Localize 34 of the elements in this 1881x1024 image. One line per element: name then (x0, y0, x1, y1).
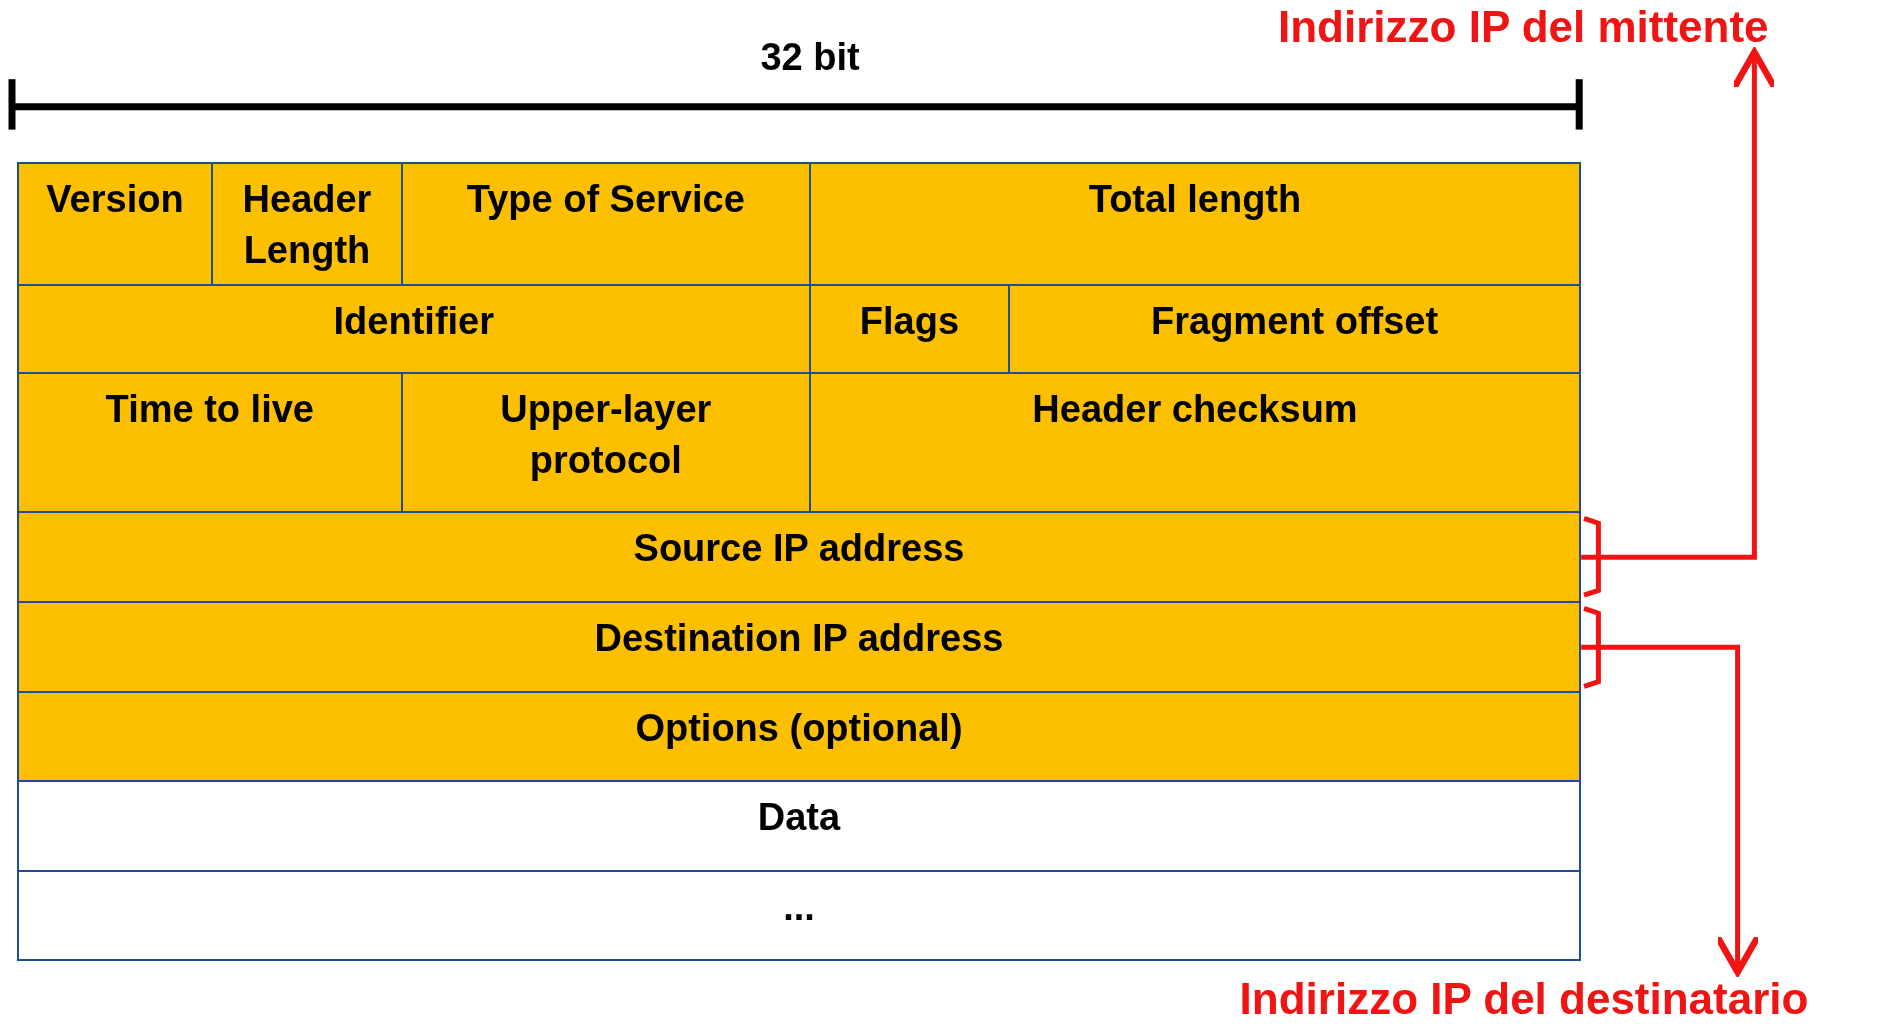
header-field-cell (16, 601, 1582, 694)
field-name: Type of Service (466, 177, 745, 222)
field-name: Data (757, 795, 841, 840)
field-name: Fragment offset (1151, 299, 1439, 345)
header-field-cell (808, 372, 1582, 514)
dimension-label: 32 bit (759, 36, 861, 79)
field-name: Destination IP address (594, 616, 1004, 662)
header-field-cell (16, 284, 811, 374)
field-name: Flags (859, 299, 959, 345)
field-name: Total length (1088, 177, 1302, 222)
annotation-text: Indirizzo IP del mittente (1278, 2, 1769, 53)
header-field-cell (400, 372, 811, 514)
header-field-cell (1008, 284, 1582, 374)
header-field-cell (211, 162, 403, 287)
field-name: ... (783, 885, 815, 930)
data-cell (16, 780, 1582, 872)
header-field-cell (808, 162, 1582, 287)
header-field-cell (16, 511, 1582, 604)
header-field-cell (808, 284, 1010, 374)
field-name: Upper-layer protocol (499, 387, 713, 483)
arrow (1581, 644, 1761, 976)
annotation-text: Indirizzo IP del destinatario (1239, 974, 1809, 1024)
header-field-cell (16, 372, 403, 514)
header-field-cell (400, 162, 811, 287)
field-name: Header Length (242, 177, 372, 273)
field-name: Options (optional) (635, 706, 963, 752)
field-name: Identifier (333, 299, 495, 345)
field-name: Time to live (105, 387, 314, 432)
field-name: Source IP address (633, 526, 965, 572)
data-cell (16, 870, 1582, 961)
header-field-cell (16, 691, 1582, 782)
field-name: Header checksum (1032, 387, 1358, 432)
header-field-cell (16, 162, 214, 287)
field-name: Version (46, 177, 184, 222)
